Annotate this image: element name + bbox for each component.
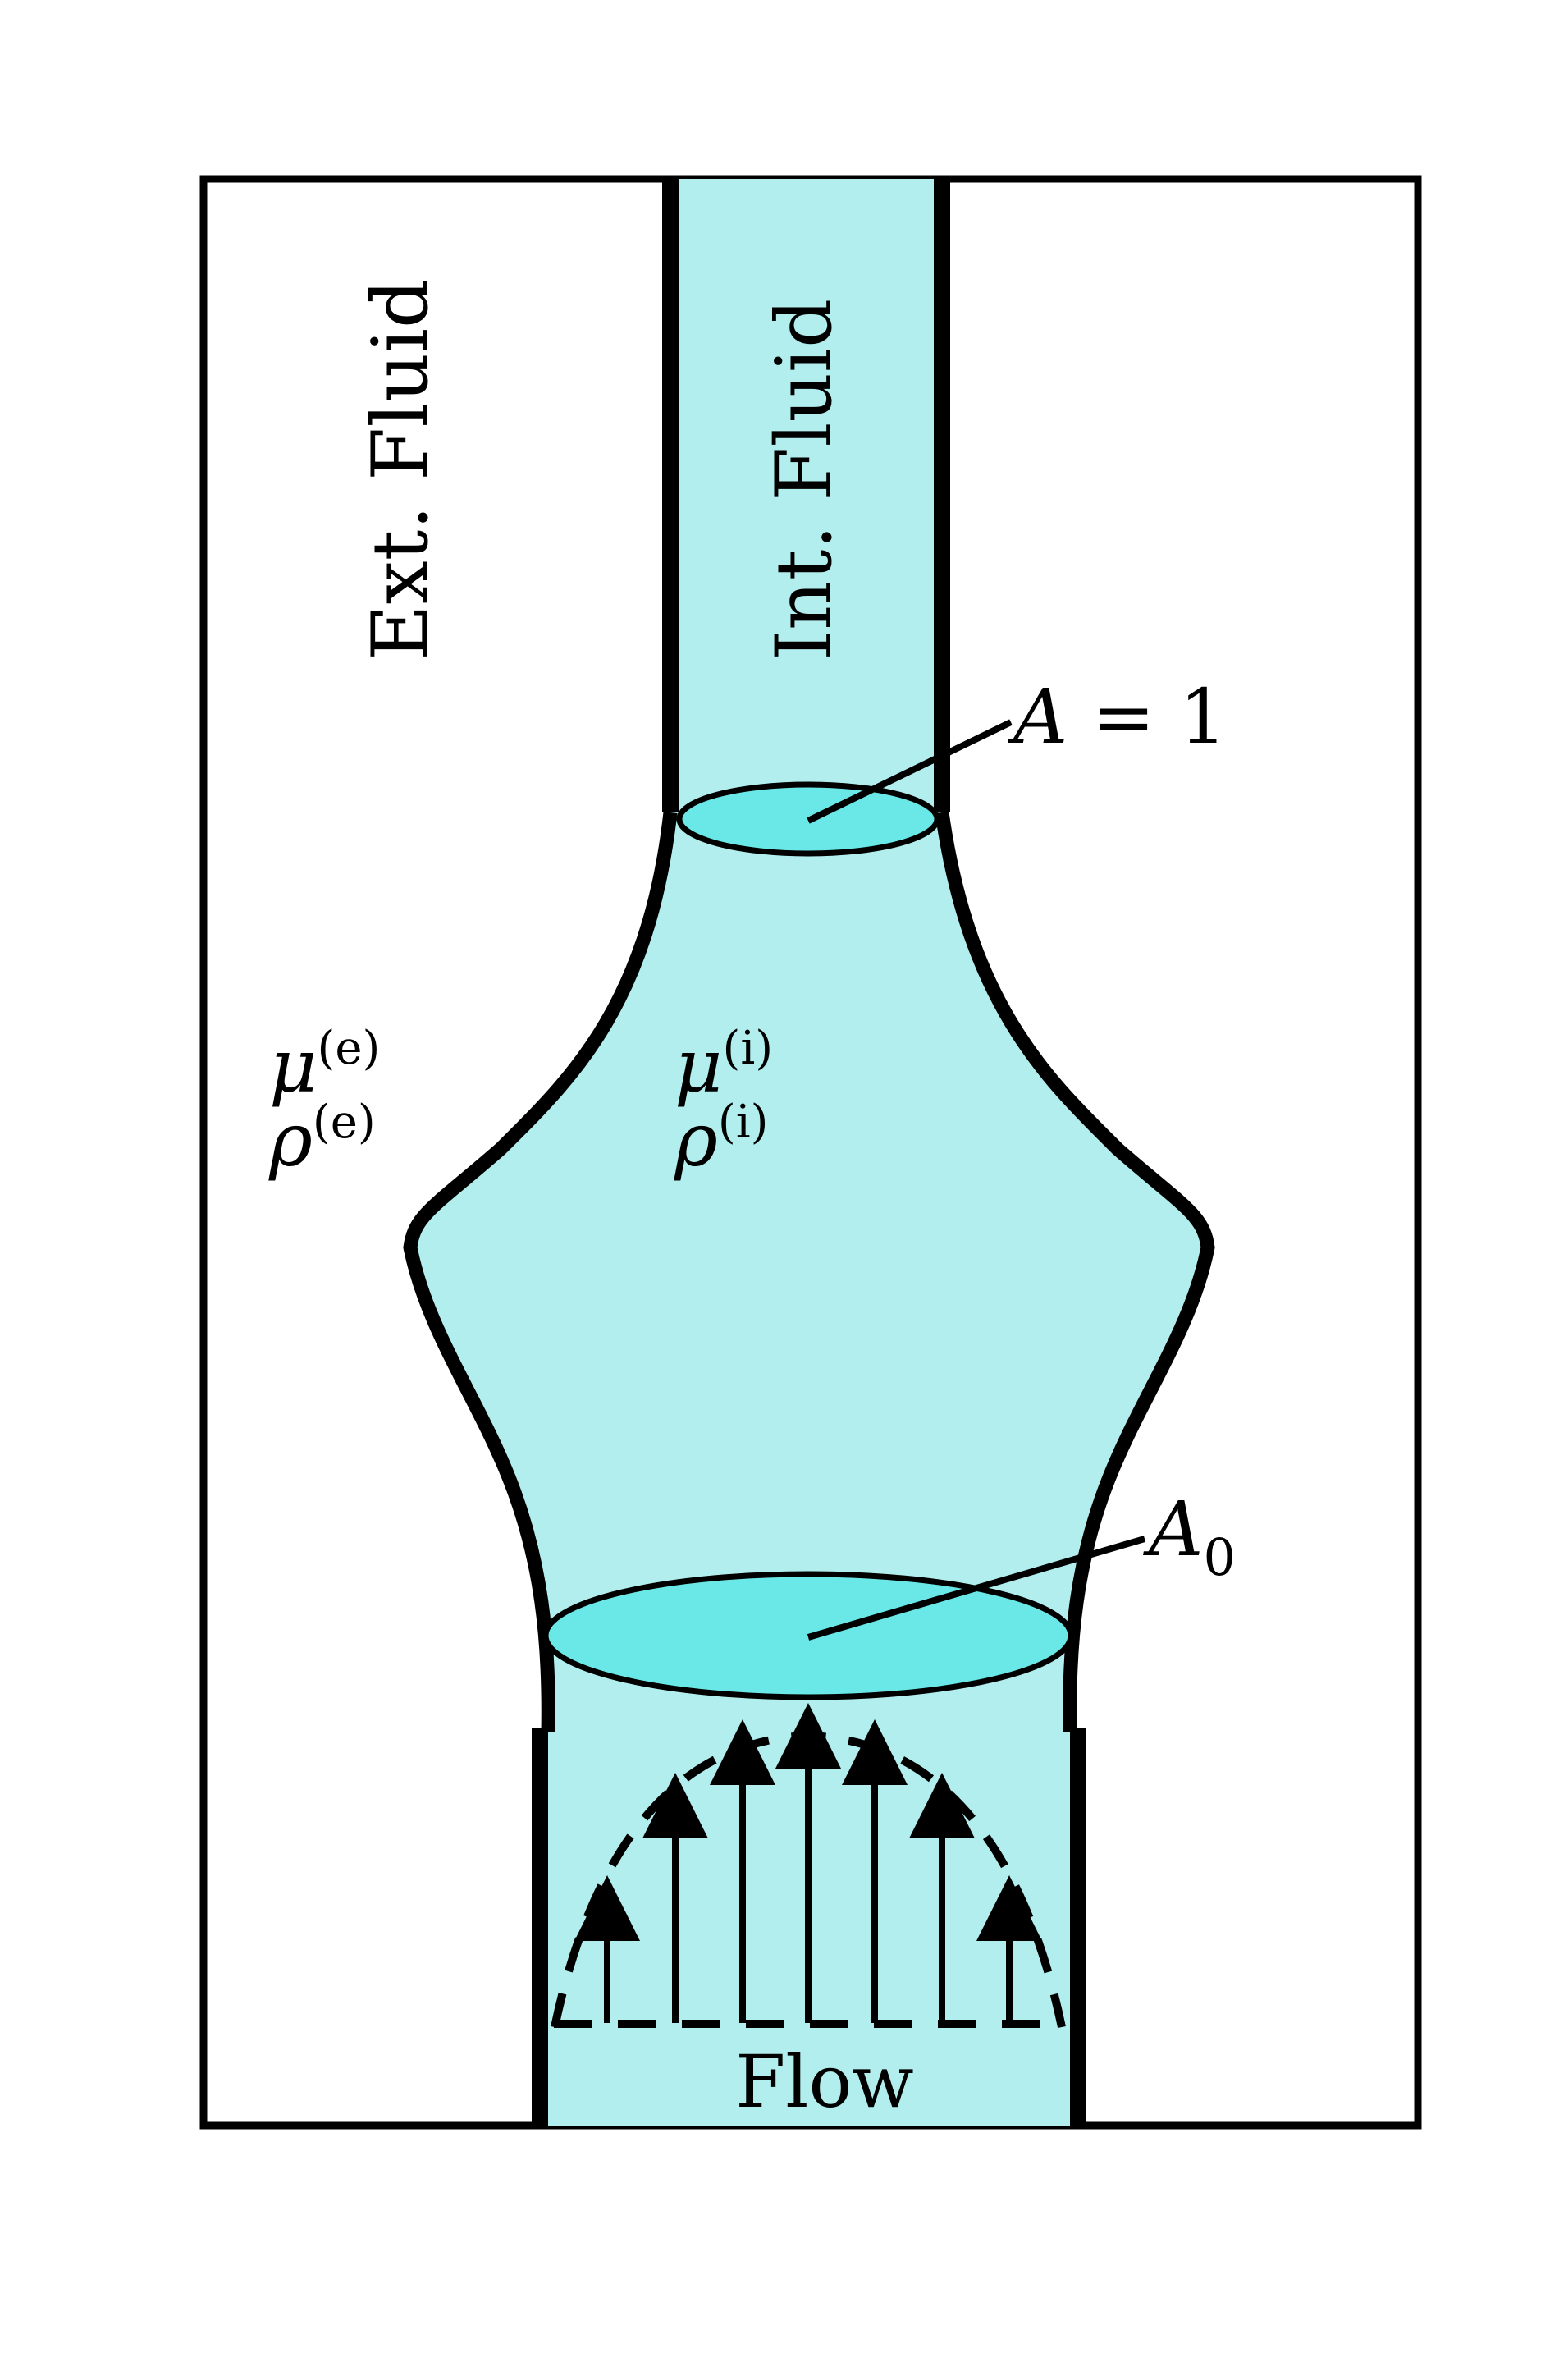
area-top-symbol: A [1007, 673, 1068, 761]
area-label-bottom: A0 [1142, 1485, 1236, 1587]
area-bottom-subscript: 0 [1203, 1527, 1235, 1587]
external-mu-superscript: (e) [318, 1022, 381, 1075]
ext-fluid-label: Ext. Fluid [356, 279, 446, 661]
area-top-equals: = 1 [1068, 673, 1227, 761]
flow-arrows [574, 1703, 1042, 2023]
external-rho-symbol: ρ [268, 1097, 313, 1183]
internal-mu-symbol: μ [674, 1023, 723, 1110]
external-rho-superscript: (e) [313, 1096, 376, 1149]
external-mu-symbol: μ [269, 1023, 318, 1110]
area-bottom-symbol: A [1142, 1485, 1203, 1573]
left-wall-bulge [403, 812, 678, 1732]
internal-rho-symbol: ρ [674, 1097, 718, 1183]
area-label-top: A = 1 [1007, 673, 1228, 761]
internal-mu-superscript: (i) [723, 1022, 774, 1075]
int-fluid-label: Int. Fluid [760, 299, 849, 661]
leader-line-top [807, 719, 1013, 824]
internal-rho-superscript: (i) [718, 1096, 769, 1149]
internal-rho: ρ(i) [674, 1096, 769, 1183]
external-rho: ρ(e) [268, 1096, 376, 1183]
external-mu: μ(e) [269, 1022, 380, 1110]
internal-mu: μ(i) [674, 1022, 773, 1110]
flow-label: Flow [735, 2039, 914, 2124]
leader-line-bottom [807, 1536, 1146, 1641]
